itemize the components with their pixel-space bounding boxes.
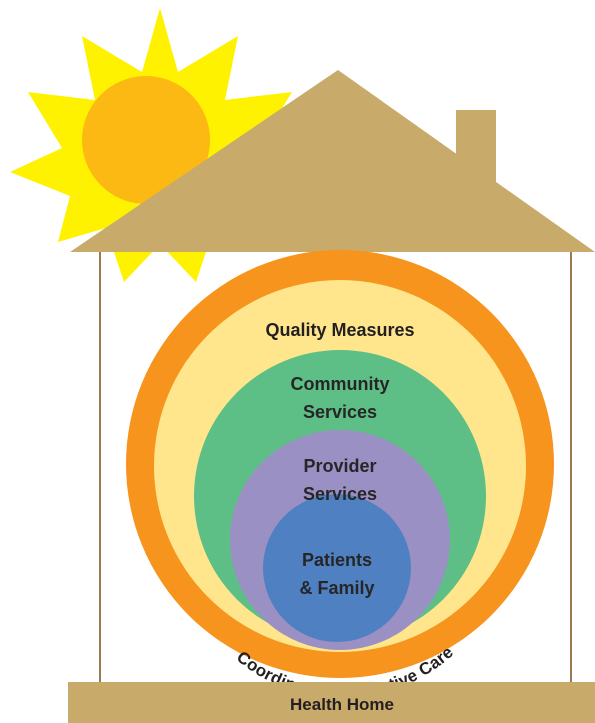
roof-shape bbox=[70, 70, 595, 252]
care-rings bbox=[126, 250, 554, 678]
patients-label-line1: Patients bbox=[302, 550, 372, 570]
patients-label-line2: & Family bbox=[299, 578, 374, 598]
foundation: Health Home bbox=[68, 682, 595, 723]
quality-measures-label: Quality Measures bbox=[265, 320, 414, 340]
provider-label-line1: Provider bbox=[303, 456, 376, 476]
sun-disc bbox=[82, 76, 210, 204]
patients-family-core bbox=[263, 494, 411, 642]
health-home-label: Health Home bbox=[290, 695, 394, 714]
foundation-bar bbox=[68, 682, 595, 723]
provider-label-line2: Services bbox=[303, 484, 377, 504]
community-label-line2: Services bbox=[303, 402, 377, 422]
house-walls bbox=[99, 252, 572, 682]
roof bbox=[70, 70, 595, 252]
community-label-line1: Community bbox=[291, 374, 390, 394]
